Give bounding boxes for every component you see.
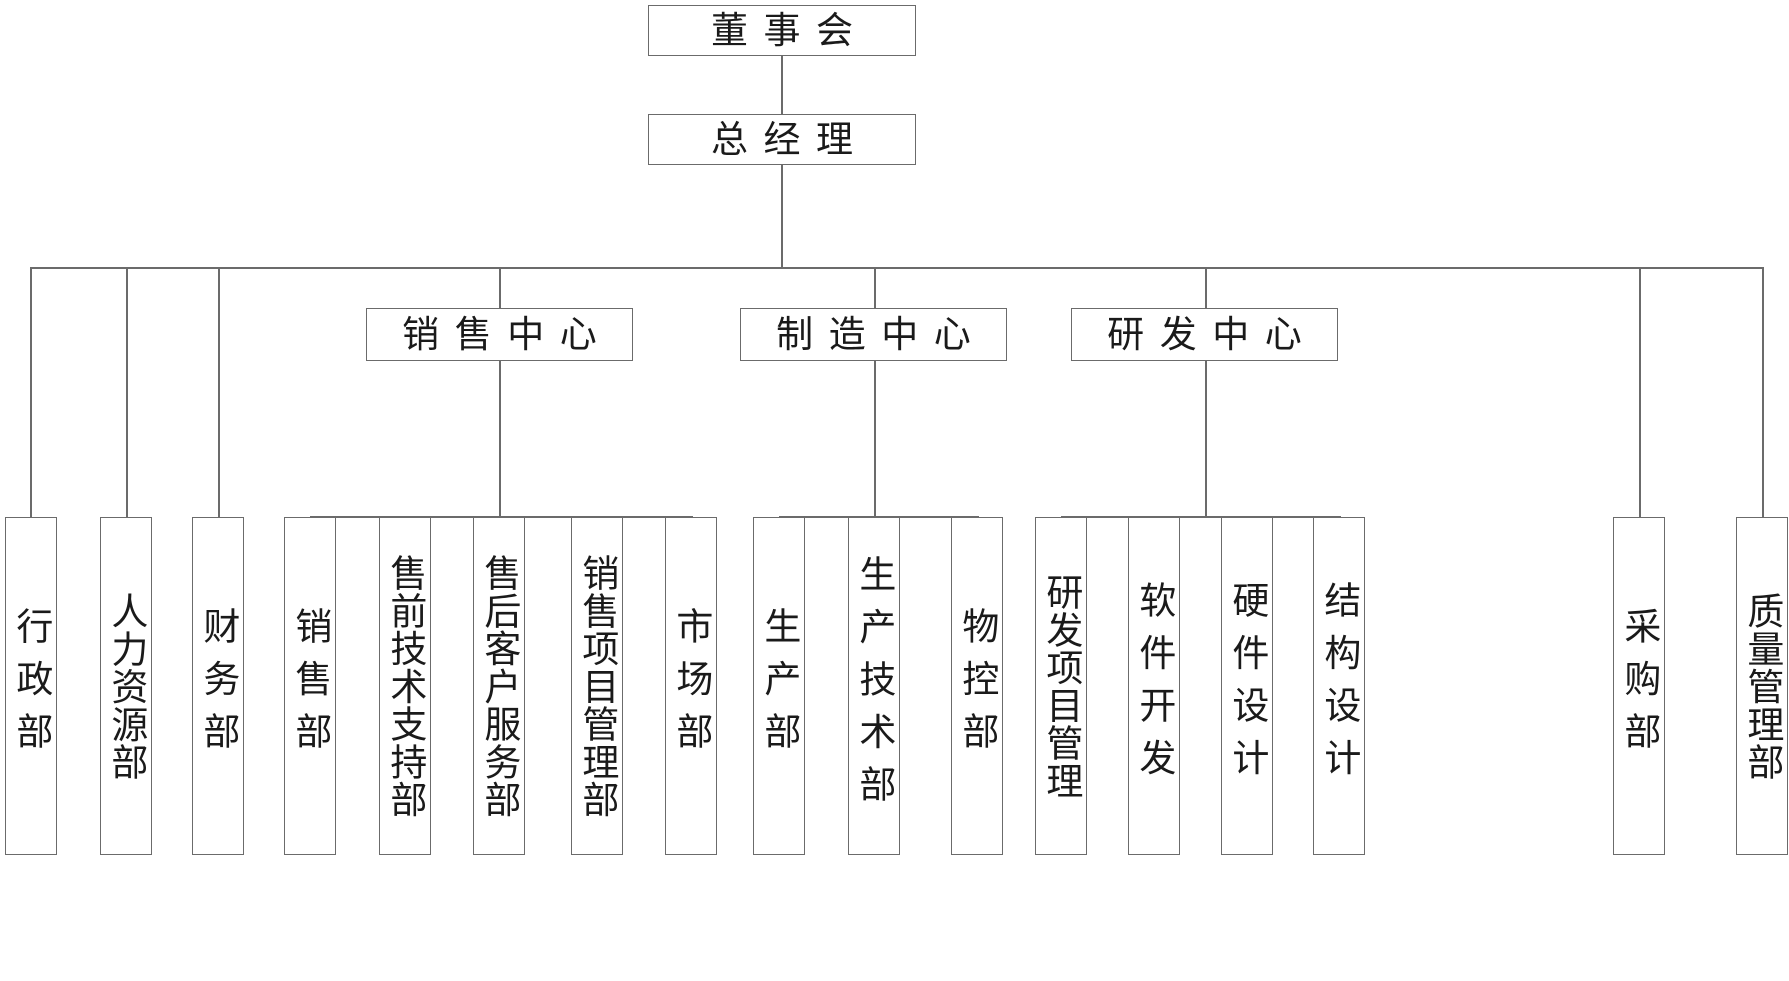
node-label: 物控部 (955, 607, 999, 765)
node-purchasing-dept[interactable]: 采购部 (1613, 517, 1665, 855)
connector-bus-to-admin (30, 267, 32, 517)
connector-bus-to-hr (126, 267, 128, 517)
drop-sales-child-3 (499, 516, 501, 518)
node-label: 销售项目管理部 (575, 553, 619, 819)
connector-bus-to-finance (218, 267, 220, 517)
drop-manufacturing-child-1 (779, 516, 781, 518)
node-production-dept[interactable]: 生产部 (753, 517, 805, 855)
node-label: 硬件设计 (1225, 580, 1269, 792)
node-hardware-design[interactable]: 硬件设计 (1221, 517, 1273, 855)
connector-rnd-center-down (1205, 361, 1207, 516)
drop-manufacturing-child-3 (977, 516, 979, 518)
connector-bus-to-sales-center (499, 267, 501, 308)
node-label: 总经理 (710, 118, 869, 161)
drop-rnd-child-1 (1061, 516, 1063, 518)
node-label: 售前技术支持部 (383, 553, 427, 819)
rnd-sub-bus-line (1061, 516, 1339, 518)
node-label: 生产技术部 (852, 554, 896, 818)
connector-bus-to-rnd-center (1205, 267, 1207, 308)
node-manufacturing-center[interactable]: 制造中心 (740, 308, 1007, 361)
drop-sales-child-4 (597, 516, 599, 518)
drop-rnd-child-4 (1339, 516, 1341, 518)
drop-rnd-child-3 (1247, 516, 1249, 518)
node-software-development[interactable]: 软件开发 (1128, 517, 1180, 855)
node-label: 生产部 (757, 607, 801, 765)
node-aftersales-customer-service-dept[interactable]: 售后客户服务部 (473, 517, 525, 855)
drop-sales-child-5 (691, 516, 693, 518)
sales-sub-bus-line (310, 516, 692, 518)
node-label: 研发中心 (1107, 313, 1318, 356)
node-label: 市场部 (669, 607, 713, 765)
drop-sales-child-2 (405, 516, 407, 518)
node-board-of-directors[interactable]: 董事会 (648, 5, 916, 56)
drop-manufacturing-child-2 (874, 516, 876, 518)
connector-sales-center-down (499, 361, 501, 516)
node-general-manager[interactable]: 总经理 (648, 114, 916, 165)
node-marketing-dept[interactable]: 市场部 (665, 517, 717, 855)
node-label: 销售部 (288, 607, 332, 765)
node-label: 结构设计 (1317, 580, 1361, 792)
node-label: 软件开发 (1132, 580, 1176, 792)
drop-rnd-child-2 (1154, 516, 1156, 518)
node-label: 质量管理部 (1740, 591, 1784, 781)
node-production-technology-dept[interactable]: 生产技术部 (848, 517, 900, 855)
node-label: 销售中心 (402, 313, 613, 356)
connector-bus-to-manufacturing-center (874, 267, 876, 308)
node-label: 研发项目管理 (1039, 572, 1083, 800)
manufacturing-sub-bus-line (779, 516, 977, 518)
node-administration-dept[interactable]: 行政部 (5, 517, 57, 855)
node-label: 制造中心 (776, 313, 987, 356)
connector-board-to-gm (781, 56, 783, 114)
node-label: 行政部 (9, 607, 53, 765)
connector-bus-to-purchasing (1639, 267, 1641, 517)
node-sales-project-management-dept[interactable]: 销售项目管理部 (571, 517, 623, 855)
node-label: 采购部 (1617, 607, 1661, 765)
connector-manufacturing-center-down (874, 361, 876, 516)
node-sales-center[interactable]: 销售中心 (366, 308, 633, 361)
main-bus-line (30, 267, 1763, 269)
node-material-control-dept[interactable]: 物控部 (951, 517, 1003, 855)
node-label: 董事会 (710, 9, 869, 52)
node-label: 人力资源部 (104, 591, 148, 781)
node-structural-design[interactable]: 结构设计 (1313, 517, 1365, 855)
node-sales-dept[interactable]: 销售部 (284, 517, 336, 855)
node-presales-technical-support-dept[interactable]: 售前技术支持部 (379, 517, 431, 855)
node-label: 售后客户服务部 (477, 553, 521, 819)
node-rnd-center[interactable]: 研发中心 (1071, 308, 1338, 361)
node-quality-management-dept[interactable]: 质量管理部 (1736, 517, 1788, 855)
drop-sales-child-1 (310, 516, 312, 518)
node-label: 财务部 (196, 607, 240, 765)
connector-bus-to-quality (1762, 267, 1764, 517)
connector-gm-to-main-bus (781, 165, 783, 267)
node-human-resources-dept[interactable]: 人力资源部 (100, 517, 152, 855)
node-rnd-project-management[interactable]: 研发项目管理 (1035, 517, 1087, 855)
node-finance-dept[interactable]: 财务部 (192, 517, 244, 855)
